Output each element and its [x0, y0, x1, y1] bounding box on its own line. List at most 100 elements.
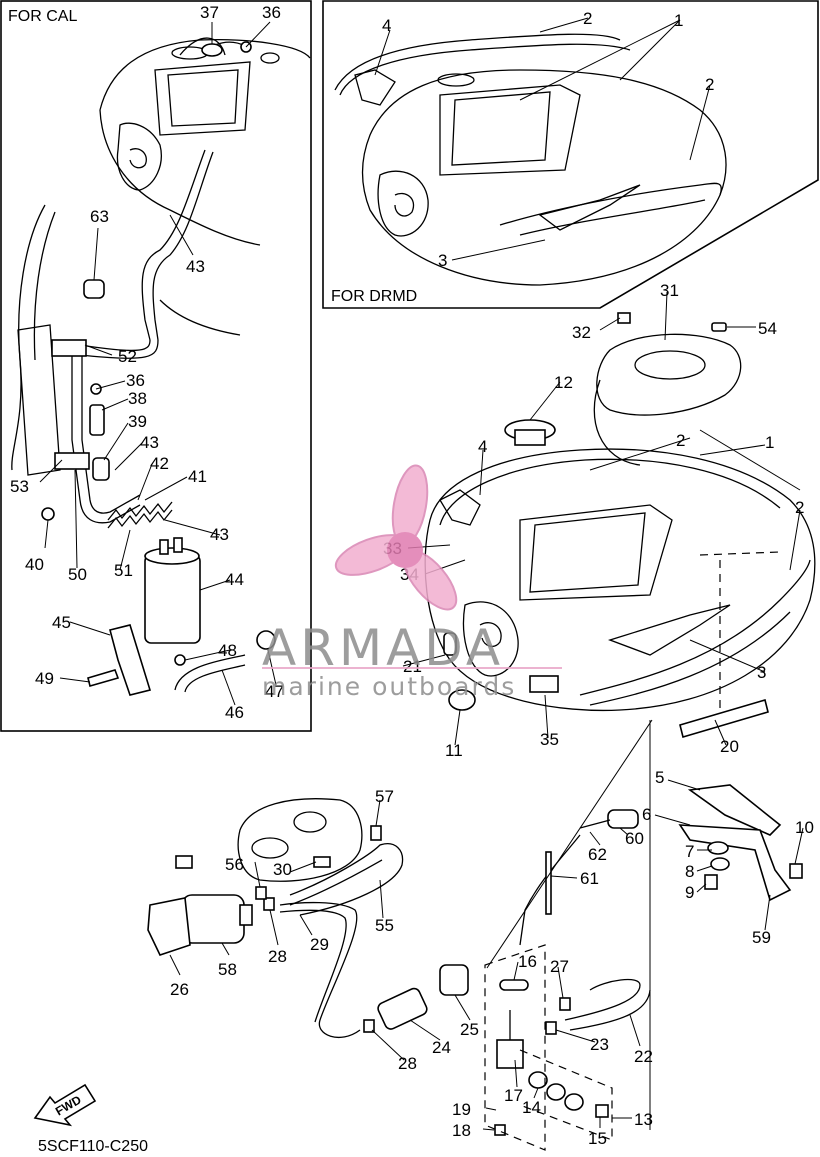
callout-45: 45: [52, 613, 71, 632]
callout-44: 44: [225, 570, 244, 589]
callout-35: 35: [540, 730, 559, 749]
callout-14: 14: [522, 1098, 541, 1117]
clip-30: [313, 856, 331, 868]
callout-23: 23: [590, 1035, 609, 1054]
callout-2: 2: [705, 75, 714, 94]
callout-8: 8: [685, 862, 694, 881]
tank-cover-31: [593, 333, 742, 466]
callout-53: 53: [10, 477, 29, 496]
callout-43: 43: [140, 433, 159, 452]
hose-29: [279, 901, 361, 1039]
callout-54: 54: [758, 319, 777, 338]
callout-19: 19: [452, 1100, 471, 1119]
pump-cover-26: [147, 897, 191, 956]
drawing-code: 5SCF110-C250: [38, 1138, 148, 1155]
fwd-arrow: FWD: [33, 1083, 97, 1127]
watermark-tagline: marine outboards: [262, 672, 516, 701]
filter-24: [377, 987, 428, 1030]
hose-21: [443, 632, 457, 656]
spring-42: [107, 501, 173, 521]
callout-2: 2: [795, 498, 804, 517]
clip-23: [545, 1021, 557, 1035]
callout-4: 4: [382, 16, 391, 35]
cal-frame-tube: [11, 204, 241, 476]
callout-labels: 37 36 63 43 52 36 38 39 43 42 41 53 43 4…: [10, 3, 814, 1148]
watermark: ARMADA marine outboards: [262, 464, 562, 701]
callout-58: 58: [218, 960, 237, 979]
clamp-63: [83, 279, 105, 299]
callout-61: 61: [580, 869, 599, 888]
holder-53: [54, 452, 90, 470]
bolt-10: [789, 863, 803, 879]
clip-56: [255, 886, 267, 900]
bolt-9: [704, 874, 718, 890]
clamp-47: [256, 630, 276, 650]
hose-55b: [289, 859, 383, 906]
callout-51: 51: [114, 561, 133, 580]
spring-42b: [107, 509, 173, 529]
fuel-pump-58: [181, 894, 253, 944]
fuel-cock-assembly: [484, 944, 613, 1151]
callout-30: 30: [273, 860, 292, 879]
callout-42: 42: [150, 454, 169, 473]
plug-54: [711, 322, 727, 332]
hose-22b: [569, 989, 651, 1031]
valve-38: [89, 404, 105, 436]
cap-37: [201, 43, 223, 57]
callout-31: 31: [660, 281, 679, 300]
fuel-pump-bracket: [237, 798, 363, 882]
cal-tank-sketch: [99, 37, 311, 246]
drmd-panel-title: FOR DRMD: [331, 288, 417, 305]
grommet-11: [448, 689, 476, 711]
callout-16: 16: [518, 952, 537, 971]
callout-57: 57: [375, 787, 394, 806]
clip-27: [559, 997, 571, 1011]
callout-2: 2: [583, 9, 592, 28]
callout-59: 59: [752, 928, 771, 947]
clip-28b: [363, 1019, 375, 1033]
cal-panel-title: FOR CAL: [8, 8, 77, 25]
callout-50: 50: [68, 565, 87, 584]
seal-20: [679, 698, 769, 739]
callout-11: 11: [445, 741, 463, 760]
leader-lines: [39, 17, 804, 1131]
holder-52: [51, 339, 87, 357]
callout-39: 39: [128, 412, 147, 431]
callout-26: 26: [170, 980, 189, 999]
callout-10: 10: [795, 818, 814, 837]
hose-46b: [184, 664, 246, 693]
callout-22: 22: [634, 1047, 653, 1066]
callout-5: 5: [655, 768, 664, 787]
joint-39: [92, 457, 110, 481]
propeller-logo: [334, 464, 458, 611]
callout-13: 13: [634, 1110, 653, 1129]
callout-28: 28: [398, 1054, 417, 1073]
washer-8: [710, 857, 730, 871]
knob-60: [579, 809, 639, 829]
cal-panel-frame: [0, 0, 312, 732]
clip-48: [174, 654, 186, 666]
callout-60: 60: [625, 829, 644, 848]
callout-18: 18: [452, 1121, 471, 1140]
canister-44: [144, 537, 201, 644]
callout-36: 36: [262, 3, 281, 22]
callout-1: 1: [765, 433, 774, 452]
drmd-panel-frame: [322, 0, 819, 309]
damper-35: [529, 675, 559, 693]
collar-7: [707, 841, 729, 855]
callout-55: 55: [375, 916, 394, 935]
callout-21: 21: [403, 657, 422, 676]
callout-17: 17: [504, 1086, 523, 1105]
callout-24: 24: [432, 1038, 451, 1057]
callout-46: 46: [225, 703, 244, 722]
callout-48: 48: [218, 641, 237, 660]
callout-38: 38: [128, 389, 147, 408]
callout-3: 3: [757, 663, 766, 682]
bracket-5: [687, 784, 782, 836]
callout-29: 29: [310, 935, 329, 954]
callout-12: 12: [554, 373, 573, 392]
hose-55: [289, 843, 404, 916]
callout-2: 2: [676, 431, 685, 450]
callout-25: 25: [460, 1020, 479, 1039]
rod-61: [545, 851, 552, 915]
